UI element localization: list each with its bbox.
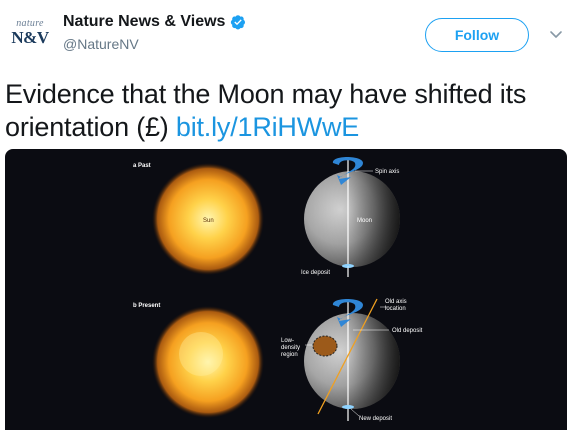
tweet-text: Evidence that the Moon may have shifted … [5, 78, 565, 144]
new-axis-line [317, 298, 378, 415]
low-density-label-2: density [281, 345, 300, 351]
new-deposit [342, 405, 354, 409]
low-density-label-3: region [281, 352, 298, 358]
old-axis-label-1: Old axis [385, 299, 407, 305]
old-deposit-label: Old deposit [392, 328, 423, 334]
tweet-body: Evidence that the Moon may have shifted … [5, 79, 527, 142]
rotation-arrow-past [332, 157, 363, 185]
panel-a-label: a Past [133, 163, 151, 169]
avatar-text-bottom: N&V [11, 27, 49, 47]
low-density-label-1: Low- [281, 338, 294, 344]
tweet-link[interactable]: bit.ly/1RiHWwE [175, 112, 360, 142]
name-row: Nature News & Views [63, 13, 246, 31]
avatar[interactable]: nature N&V [8, 10, 52, 54]
rotation-arrow-present [332, 299, 363, 327]
sun-present [152, 306, 264, 418]
old-axis-label-2: location [385, 306, 406, 312]
ice-deposit-label: Ice deposit [301, 270, 330, 276]
verified-badge-icon [231, 15, 246, 30]
display-name[interactable]: Nature News & Views [63, 13, 226, 30]
panel-b-label: b Present [133, 303, 160, 309]
sun-past [152, 163, 264, 275]
handle[interactable]: @NatureNV [63, 36, 139, 52]
new-deposit-label: New deposit [359, 416, 392, 422]
tweet-image[interactable]: a Past Sun Spin axis Moon Ice deposit b … [5, 149, 567, 430]
moon-figure: a Past Sun Spin axis Moon Ice deposit b … [133, 157, 423, 422]
follow-button[interactable]: Follow [425, 18, 529, 52]
avatar-text-top: nature [16, 17, 44, 29]
sun-label: Sun [203, 218, 214, 224]
moon-label: Moon [357, 218, 372, 224]
low-density-region [312, 335, 338, 357]
chevron-down-icon[interactable] [548, 26, 564, 42]
spin-axis-label: Spin axis [375, 169, 399, 175]
